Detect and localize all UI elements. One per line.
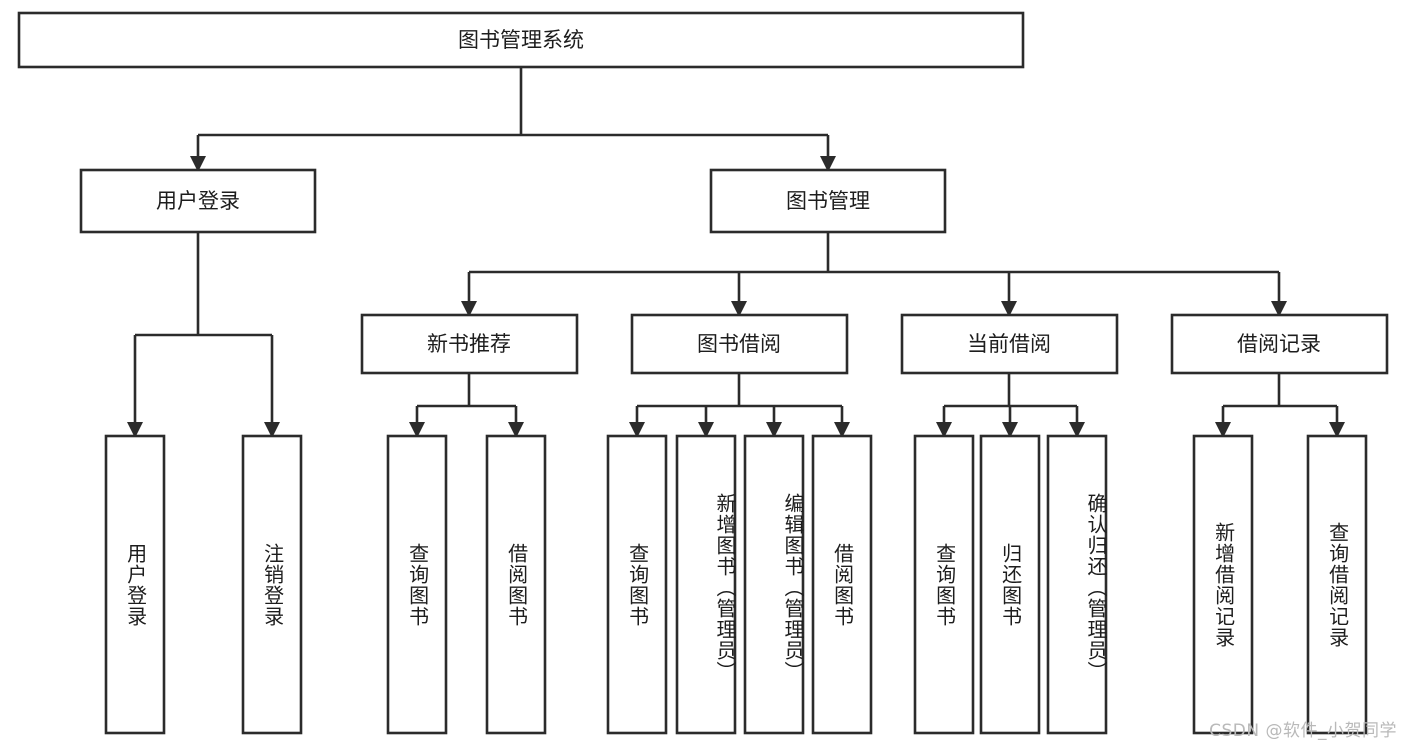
node-book-management-box[interactable] — [709, 168, 947, 234]
arrow-to-leaf-edit-book-admin — [766, 422, 782, 438]
connector-layer — [127, 67, 1345, 438]
node-borrow-record-label: 借阅记录 — [1237, 332, 1321, 356]
node-leaf-query-book-current-box[interactable] — [913, 434, 975, 735]
arrow-to-leaf-query-borrow-record — [1329, 422, 1345, 438]
node-new-book-recommend[interactable]: 新书推荐 — [360, 313, 579, 375]
node-leaf-query-book-recommend-box[interactable] — [386, 434, 448, 735]
csdn-watermark: CSDN @软件_小贺同学 — [1209, 721, 1397, 741]
node-new-book-recommend-label: 新书推荐 — [427, 332, 511, 356]
node-leaf-user-login-box[interactable] — [104, 434, 166, 735]
node-new-book-recommend-box[interactable] — [360, 313, 579, 375]
node-book-management[interactable]: 图书管理 — [709, 168, 947, 234]
node-user-login[interactable]: 用户登录 — [79, 168, 317, 234]
node-book-management-label: 图书管理 — [786, 189, 870, 213]
node-borrow-record-box[interactable] — [1170, 313, 1389, 375]
arrow-to-new-book-recommend — [461, 301, 477, 317]
node-user-login-label: 用户登录 — [156, 189, 240, 213]
node-leaf-confirm-return-admin-box[interactable] — [1046, 434, 1108, 735]
arrow-to-borrow-record — [1271, 301, 1287, 317]
node-root[interactable]: 图书管理系统 — [17, 11, 1025, 69]
arrow-to-leaf-confirm-return-admin — [1069, 422, 1085, 438]
node-current-borrow-label: 当前借阅 — [967, 332, 1051, 356]
node-root-box[interactable] — [17, 11, 1025, 69]
arrow-to-leaf-query-book-borrow — [629, 422, 645, 438]
node-leaf-query-borrow-record-box[interactable] — [1306, 434, 1368, 735]
node-leaf-logout-box[interactable] — [241, 434, 303, 735]
arrow-to-current-borrow — [1001, 301, 1017, 317]
node-book-borrow-label: 图书借阅 — [697, 332, 781, 356]
node-book-borrow[interactable]: 图书借阅 — [630, 313, 849, 375]
connector-bookborrow-bus — [635, 373, 844, 424]
node-current-borrow-box[interactable] — [900, 313, 1119, 375]
node-leaf-add-borrow-record-box[interactable] — [1192, 434, 1254, 735]
arrow-to-leaf-add-book-admin — [698, 422, 714, 438]
node-leaf-edit-book-admin-box[interactable] — [743, 434, 805, 735]
arrow-to-leaf-borrow-book — [834, 422, 850, 438]
connector-bookmgmt-bus — [467, 232, 1281, 303]
arrow-to-leaf-return-book — [1002, 422, 1018, 438]
node-current-borrow[interactable]: 当前借阅 — [900, 313, 1119, 375]
arrow-to-book-borrow — [731, 301, 747, 317]
node-leaf-query-book-borrow-box[interactable] — [606, 434, 668, 735]
arrow-to-user-login — [190, 156, 206, 172]
arrow-to-leaf-logout — [264, 422, 280, 438]
connector-borrowrecord-bus — [1221, 373, 1339, 424]
arrow-to-leaf-borrow-book-recommend — [508, 422, 524, 438]
node-leaf-borrow-book-box[interactable] — [811, 434, 873, 735]
connector-root-bus — [196, 67, 830, 158]
arrow-to-leaf-user-login — [127, 422, 143, 438]
arrow-to-book-management — [820, 156, 836, 172]
arrow-to-leaf-add-borrow-record — [1215, 422, 1231, 438]
node-user-login-box[interactable] — [79, 168, 317, 234]
arrow-to-leaf-query-book-current — [936, 422, 952, 438]
node-book-borrow-box[interactable] — [630, 313, 849, 375]
node-leaf-borrow-book-recommend-box[interactable] — [485, 434, 547, 735]
leaf-node-layer — [104, 434, 1368, 735]
arrow-to-leaf-query-book-recommend — [409, 422, 425, 438]
node-root-label: 图书管理系统 — [458, 28, 584, 52]
connector-userlogin-bus — [133, 232, 274, 424]
node-borrow-record[interactable]: 借阅记录 — [1170, 313, 1389, 375]
connector-currentborrow-bus — [942, 373, 1079, 424]
node-leaf-return-book-box[interactable] — [979, 434, 1041, 735]
node-leaf-add-book-admin-box[interactable] — [675, 434, 737, 735]
connector-newbook-bus — [415, 373, 518, 424]
